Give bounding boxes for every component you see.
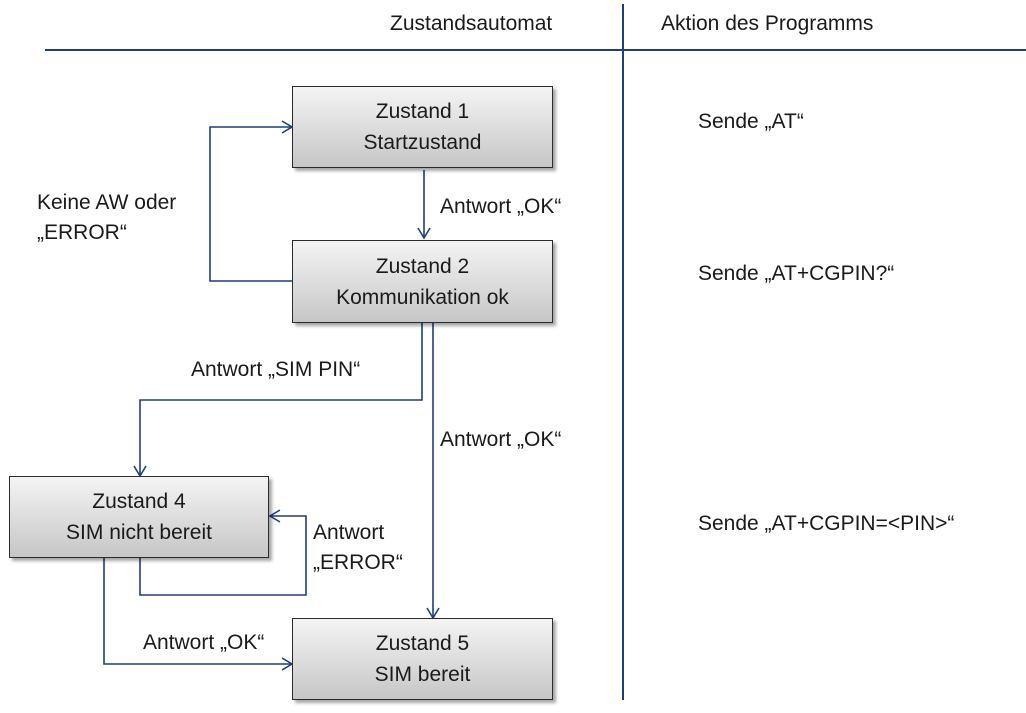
label-s2-to-s1-line2: „ERROR“ [37, 221, 127, 244]
state-5-title: Zustand 5 [375, 632, 470, 655]
state-2-subtitle: Kommunikation ok [336, 285, 509, 309]
state-4-subtitle: SIM nicht bereit [66, 521, 212, 544]
label-s4-to-s5: Antwort „OK“ [143, 631, 265, 654]
arrow-s2-to-s4 [133, 323, 423, 478]
arrow-s4-to-s5 [103, 558, 294, 671]
state-4: Zustand 4 SIM nicht bereit [9, 476, 269, 558]
header-program-action: Aktion des Programms [661, 12, 874, 35]
arrow-s2-to-s1 [209, 120, 294, 282]
label-s2-to-s1-line1: Keine AW oder [37, 191, 177, 214]
action-state-1: Sende „AT“ [698, 110, 804, 133]
header-state-machine: Zustandsautomat [390, 12, 553, 35]
label-s4-self-line2: „ERROR“ [313, 551, 403, 574]
action-state-4: Sende „AT+CGPIN=<PIN>“ [698, 512, 955, 535]
state-1: Zustand 1 Startzustand [292, 86, 553, 168]
label-s2-to-s5: Antwort „OK“ [440, 428, 562, 451]
state-1-subtitle: Startzustand [363, 131, 482, 154]
state-2-title: Zustand 2 [375, 254, 470, 278]
label-s1-to-s2: Antwort „OK“ [440, 195, 562, 218]
action-state-2: Sende „AT+CGPIN?“ [698, 262, 895, 285]
arrow-s4-self [139, 509, 307, 596]
state-5: Zustand 5 SIM bereit [292, 618, 553, 700]
state-1-title: Zustand 1 [375, 100, 470, 123]
label-s2-to-s4: Antwort „SIM PIN“ [191, 358, 361, 381]
state-5-subtitle: SIM bereit [374, 663, 471, 686]
state-4-title: Zustand 4 [92, 490, 186, 513]
label-s4-self-line1: Antwort [313, 521, 385, 544]
state-2: Zustand 2 Kommunikation ok [292, 240, 553, 323]
